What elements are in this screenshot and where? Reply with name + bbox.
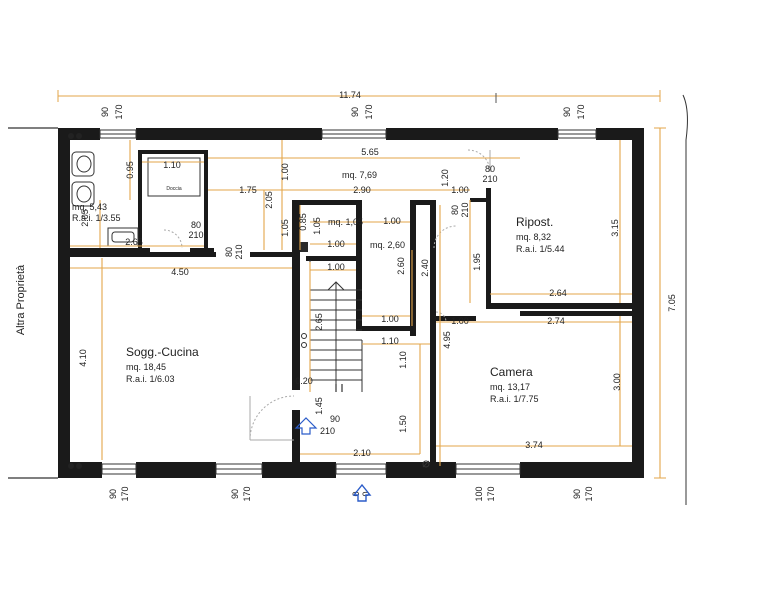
dim-1-00-b: 1.00 <box>327 239 345 249</box>
dim-1-00-f: 1.00 <box>451 185 469 195</box>
overall-depth: 7.05 <box>667 294 677 312</box>
ripost-area: mq. 8,32 <box>516 232 551 242</box>
door-storage-h: 210 <box>460 202 470 217</box>
dim-2-64: 2.64 <box>549 288 567 298</box>
top-window-1-h: 170 <box>114 104 124 119</box>
storage-small-area: mq. 1,05 <box>328 217 363 227</box>
bottom-windows <box>101 463 521 475</box>
overall-dimensions <box>57 90 666 479</box>
dim-3-15: 3.15 <box>610 219 620 237</box>
dim-1-05-b: 1.05 <box>312 217 322 235</box>
bottom-entrance-h: 0 <box>361 491 371 496</box>
living-area: mq. 18,45 <box>126 362 166 372</box>
overall-width: 11.74 <box>339 90 361 100</box>
bottom-window-1-h: 170 <box>120 486 130 501</box>
dim-0-95: 0.95 <box>125 161 135 179</box>
corridor-area: mq. 7,69 <box>342 170 377 180</box>
dim-2-65-v: 2.65 <box>314 313 324 331</box>
bottom-window-1-w: 90 <box>108 489 118 499</box>
door-swings <box>163 149 491 441</box>
bath-area: mq. 5,43 <box>72 202 107 212</box>
drain-icon <box>68 133 82 469</box>
dim-1-75: 1.75 <box>239 185 257 195</box>
top-window-1-w: 90 <box>100 107 110 117</box>
bottom-entrance-w: 0 <box>351 491 361 496</box>
bottom-window-4-h: 170 <box>584 486 594 501</box>
bottom-window-3-h: 170 <box>486 486 496 501</box>
dim-1-95: 1.95 <box>472 253 482 271</box>
ripost-rai: R.a.i. 1/5.44 <box>516 244 565 254</box>
bath-fixtures <box>71 151 201 247</box>
entrance-arrow-icon <box>352 483 372 502</box>
dim-0-85: 0.85 <box>298 213 308 231</box>
dim-2-65-h: 2.65 <box>125 237 143 247</box>
dim-2-05-a: 2.05 <box>80 209 90 227</box>
dim-2-10: 2.10 <box>353 448 371 458</box>
dim-1-00-g: 1.00 <box>451 316 469 326</box>
door-ripost-w: 80 <box>485 164 495 174</box>
door-entrance-h: 210 <box>320 426 335 436</box>
camera-name: Camera <box>490 365 533 379</box>
living-rai: R.a.i. 1/6.03 <box>126 374 175 384</box>
top-windows <box>99 129 597 139</box>
dim-1-10-h: 1.10 <box>381 336 399 346</box>
dim-5-65: 5.65 <box>361 147 379 157</box>
dim-2-74: 2.74 <box>547 316 565 326</box>
door-handle-icon <box>294 417 318 435</box>
door-bath-h: 210 <box>188 230 203 240</box>
living-name: Sogg.-Cucina <box>126 345 199 359</box>
storage-mid-area: mq. 2,60 <box>370 240 405 250</box>
bottom-window-2-h: 170 <box>242 486 252 501</box>
dim-4-95: 4.95 <box>442 331 452 349</box>
top-window-3-w: 90 <box>562 107 572 117</box>
door-living-w: 80 <box>224 247 234 257</box>
door-storage-w: 80 <box>450 205 460 215</box>
dim-1-05-a: 1.05 <box>280 219 290 237</box>
dim-1-20: 1.20 <box>440 169 450 187</box>
property-boundary <box>8 94 688 505</box>
dim-1-00-c: 1.00 <box>383 216 401 226</box>
dim-2-90: 2.90 <box>353 185 371 195</box>
door-ripost-h: 210 <box>482 174 497 184</box>
dim-0-20: 0.20 <box>295 376 313 386</box>
bottom-window-4-w: 90 <box>572 489 582 499</box>
dim-1-45: 1.45 <box>314 397 324 415</box>
dim-2-05-b: 2.05 <box>264 191 274 209</box>
meter-icon <box>300 242 430 468</box>
dim-1-00-a: 1.00 <box>280 163 290 181</box>
dim-3-00: 3.00 <box>612 373 622 391</box>
bottom-window-3-w: 100 <box>474 486 484 501</box>
dim-2-60-v: 2.60 <box>396 257 406 275</box>
top-window-2-w: 90 <box>350 107 360 117</box>
side-label: Altra Proprietà <box>15 264 27 335</box>
dim-1-00-e: 1.00 <box>381 314 399 324</box>
dim-3-74: 3.74 <box>525 440 543 450</box>
interior-dimensions <box>70 140 632 466</box>
dim-2-40: 2.40 <box>420 259 430 277</box>
top-window-2-h: 170 <box>364 104 374 119</box>
camera-rai: R.a.i. 1/7.75 <box>490 394 539 404</box>
shower-label: Doccia <box>166 186 182 192</box>
door-bath-w: 80 <box>191 220 201 230</box>
dim-4-10: 4.10 <box>78 349 88 367</box>
walls <box>58 128 644 478</box>
dim-1-00-d: 1.00 <box>327 262 345 272</box>
dim-1-50: 1.50 <box>398 415 408 433</box>
bottom-window-2-w: 90 <box>230 489 240 499</box>
ripost-name: Ripost. <box>516 215 553 229</box>
camera-area: mq. 13,17 <box>490 382 530 392</box>
door-living-h: 210 <box>234 244 244 259</box>
dim-1-10: 1.10 <box>163 160 181 170</box>
door-entrance-w: 90 <box>330 414 340 424</box>
bath-rai: R.a.i. 1/3.55 <box>72 213 121 223</box>
dim-1-10-v: 1.10 <box>398 351 408 369</box>
top-window-3-h: 170 <box>576 104 586 119</box>
dim-4-50: 4.50 <box>171 267 189 277</box>
